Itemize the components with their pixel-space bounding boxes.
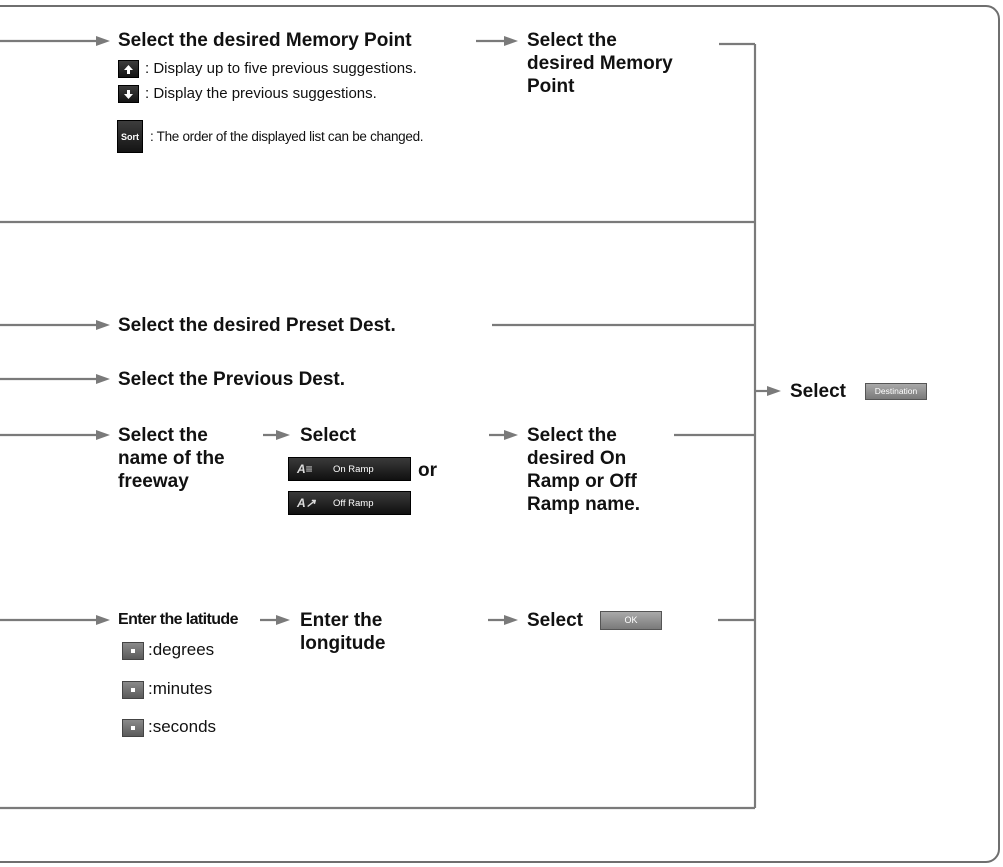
arrow-head-icon xyxy=(96,430,110,440)
memory-point-title: Select the desired Memory Point xyxy=(118,30,412,51)
degrees-label: :degrees xyxy=(148,640,215,659)
select-ok-label: Select xyxy=(527,610,583,631)
freeway-step-line: name of the xyxy=(118,448,225,469)
destination-button: Destination xyxy=(865,383,927,400)
minutes-label: :minutes xyxy=(148,679,213,698)
enter-longitude-line: Enter the xyxy=(300,610,383,631)
arrow-head-icon xyxy=(96,615,110,625)
page-frame xyxy=(0,5,1000,863)
freeway-step-line: freeway xyxy=(118,471,189,492)
on-ramp-icon: A≡ xyxy=(297,462,313,476)
arrow-head-icon xyxy=(767,386,781,396)
enter-latitude-label: Enter the latitude xyxy=(118,611,238,628)
memory-point-step-line: Point xyxy=(527,76,575,97)
memory-point-step-line: desired Memory xyxy=(527,53,673,74)
scroll-up-icon xyxy=(118,60,139,78)
arrow-head-icon xyxy=(504,430,518,440)
or-label: or xyxy=(418,460,437,481)
select-destination-label: Select xyxy=(790,381,846,402)
ramp-select-label: Select xyxy=(300,425,356,446)
on-ramp-button: A≡ On Ramp xyxy=(288,457,411,481)
previous-dest-title: Select the Previous Dest. xyxy=(118,369,346,390)
minute-key-icon xyxy=(122,681,144,699)
arrow-head-icon xyxy=(96,36,110,46)
freeway-step-line: Select the xyxy=(118,425,208,446)
arrow-head-icon xyxy=(276,430,290,440)
sort-description: : The order of the displayed list can be… xyxy=(150,129,424,144)
arrow-head-icon xyxy=(504,36,518,46)
ramp-name-step-line: Select the xyxy=(527,425,617,446)
ramp-name-step-line: desired On xyxy=(527,448,627,469)
ramp-name-step-line: Ramp name. xyxy=(527,494,640,515)
arrow-head-icon xyxy=(504,615,518,625)
off-ramp-button: A↗ Off Ramp xyxy=(288,491,411,515)
second-key-icon xyxy=(122,719,144,737)
scroll-up-description: : Display up to five previous suggestion… xyxy=(145,60,417,77)
scroll-down-icon xyxy=(118,85,139,103)
seconds-label: :seconds xyxy=(148,717,217,736)
degree-key-icon xyxy=(122,642,144,660)
arrow-head-icon xyxy=(276,615,290,625)
enter-longitude-line: longitude xyxy=(300,633,386,654)
preset-dest-title: Select the desired Preset Dest. xyxy=(118,315,396,336)
off-ramp-icon: A↗ xyxy=(297,496,316,510)
arrow-head-icon xyxy=(96,374,110,384)
arrow-head-icon xyxy=(96,320,110,330)
on-ramp-label: On Ramp xyxy=(333,464,374,475)
memory-point-step-line: Select the xyxy=(527,30,617,51)
ok-button: OK xyxy=(600,611,662,630)
sort-button-icon: Sort xyxy=(117,120,143,153)
ramp-name-step-line: Ramp or Off xyxy=(527,471,637,492)
scroll-down-description: : Display the previous suggestions. xyxy=(145,85,377,102)
off-ramp-label: Off Ramp xyxy=(333,498,374,509)
